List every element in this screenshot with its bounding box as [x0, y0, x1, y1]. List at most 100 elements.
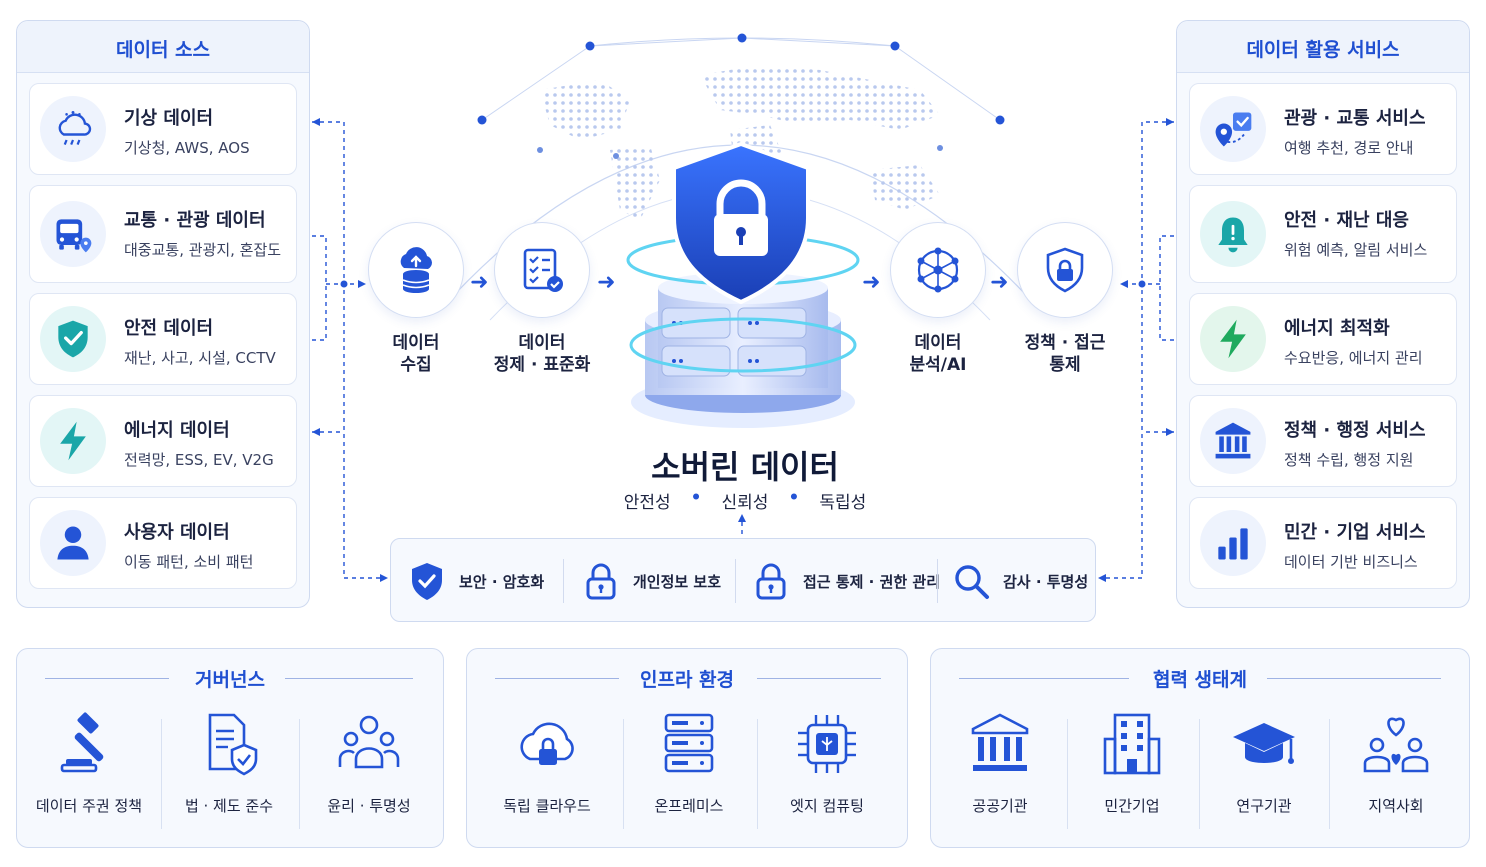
infra-label: 엣지 컴퓨팅 — [790, 797, 864, 815]
divider — [161, 719, 162, 829]
data-sources-title: 데이터 소스 — [115, 39, 210, 61]
service-sub: 수요반응, 에너지 관리 — [1284, 349, 1423, 367]
service-card-energy[interactable]: 에너지 최적화 수요반응, 에너지 관리 — [1189, 293, 1457, 385]
step-label-line2: 통제 — [1049, 355, 1081, 375]
source-sub: 대중교통, 관광지, 혼잡도 — [124, 241, 282, 259]
checklist-icon — [494, 222, 590, 318]
security-bar: 보안 · 암호화 개인정보 보호 접근 통제 · 권한 관리 감사 · 투명성 — [390, 538, 1096, 622]
ecosystem-title: 협력 생태계 — [1152, 669, 1247, 691]
service-sub: 데이터 기반 비즈니스 — [1284, 553, 1418, 571]
service-sub: 정책 수립, 행정 지원 — [1284, 451, 1414, 469]
governance-label: 법 · 제도 준수 — [184, 797, 274, 815]
divider — [1199, 719, 1200, 829]
title-rule — [285, 678, 413, 679]
governance-item-ethics[interactable]: 윤리 · 투명성 — [309, 709, 429, 816]
data-services-header — [1177, 21, 1469, 73]
divider — [299, 719, 300, 829]
cloud-upload-database-icon — [368, 222, 464, 318]
ecosystem-item-public[interactable]: 공공기관 — [945, 709, 1055, 816]
security-item-privacy[interactable]: 개인정보 보호 — [581, 539, 721, 623]
security-item-access-control[interactable]: 접근 통제 · 권한 관리 — [751, 539, 940, 623]
source-title: 안전 데이터 — [124, 318, 214, 339]
security-label: 개인정보 보호 — [633, 572, 722, 591]
security-item-audit[interactable]: 감사 · 투명성 — [951, 539, 1088, 623]
core-value: 독립성 — [819, 493, 867, 513]
shield-check-icon — [40, 306, 106, 372]
source-title: 사용자 데이터 — [124, 522, 230, 543]
server-rack-icon — [664, 713, 714, 773]
service-card-tourism[interactable]: 관광 · 교통 서비스 여행 추천, 경로 안내 — [1189, 83, 1457, 175]
source-card-safety[interactable]: 안전 데이터 재난, 사고, 시설, CCTV — [29, 293, 297, 385]
lock-icon — [586, 563, 616, 600]
separator-dot: • — [788, 488, 800, 508]
data-services-title: 데이터 활용 서비스 — [1246, 39, 1400, 61]
step-label-line1: 데이터 — [914, 333, 962, 353]
security-item-encryption[interactable]: 보안 · 암호화 — [407, 539, 544, 623]
governance-item-compliance[interactable]: 법 · 제도 준수 — [169, 709, 289, 816]
step-label-line1: 데이터 — [392, 333, 440, 353]
source-card-traffic[interactable]: 교통 · 관광 데이터 대중교통, 관광지, 혼잡도 — [29, 185, 297, 283]
service-card-policy[interactable]: 정책 · 행정 서비스 정책 수립, 행정 지원 — [1189, 395, 1457, 487]
step-label-line1: 정책 · 접근 — [1024, 333, 1106, 353]
lightning-icon — [40, 408, 106, 474]
sovereign-data-core — [626, 141, 860, 428]
service-sub: 위험 예측, 알림 서비스 — [1284, 241, 1428, 259]
service-title: 정책 · 행정 서비스 — [1284, 420, 1426, 441]
shield-check-icon — [412, 563, 442, 600]
governance-title: 거버넌스 — [195, 669, 265, 691]
data-sources-panel: 데이터 소스 기상 데이터 기상청, AWS, AOS 교통 · 관광 데이터 … — [16, 20, 310, 608]
infra-item-edge-computing[interactable]: 엣지 컴퓨팅 — [767, 709, 887, 816]
core-value: 신뢰성 — [721, 493, 769, 513]
ecosystem-label: 민간기업 — [1104, 797, 1160, 815]
governance-item-sovereignty[interactable]: 데이터 주권 정책 — [29, 709, 149, 816]
lightning-icon — [1200, 306, 1266, 372]
source-title: 교통 · 관광 데이터 — [124, 210, 266, 231]
service-card-safety[interactable]: 안전 · 재난 대응 위험 예측, 알림 서비스 — [1189, 185, 1457, 283]
core-values: 안전성 • 신뢰성 • 독립성 — [560, 488, 930, 513]
divider — [735, 559, 736, 603]
service-sub: 여행 추천, 경로 안내 — [1284, 139, 1414, 157]
security-label: 접근 통제 · 권한 관리 — [803, 572, 940, 591]
graduation-cap-icon — [1233, 723, 1295, 764]
title-rule — [959, 678, 1129, 679]
community-heart-icon — [1363, 717, 1429, 773]
source-card-user[interactable]: 사용자 데이터 이동 패턴, 소비 패턴 — [29, 497, 297, 589]
public-building-icon — [971, 713, 1029, 771]
divider — [623, 719, 624, 829]
ecosystem-item-private[interactable]: 민간기업 — [1077, 709, 1187, 816]
ecosystem-item-community[interactable]: 지역사회 — [1341, 709, 1451, 816]
ecosystem-item-research[interactable]: 연구기관 — [1209, 709, 1319, 816]
source-card-weather[interactable]: 기상 데이터 기상청, AWS, AOS — [29, 83, 297, 175]
source-title: 에너지 데이터 — [124, 420, 230, 441]
arrow-right-icon: ➜ — [990, 270, 1009, 295]
infra-item-on-premise[interactable]: 온프레미스 — [629, 709, 749, 816]
map-pin-icon — [1200, 96, 1266, 162]
people-group-icon — [338, 715, 400, 769]
bus-icon — [40, 201, 106, 267]
source-sub: 이동 패턴, 소비 패턴 — [124, 553, 254, 571]
network-icon — [890, 222, 986, 318]
gavel-icon — [60, 712, 104, 773]
service-title: 안전 · 재난 대응 — [1284, 210, 1409, 231]
cloud-lock-icon — [520, 722, 574, 765]
divider — [757, 719, 758, 829]
ecosystem-label: 공공기관 — [972, 797, 1028, 815]
source-card-energy[interactable]: 에너지 데이터 전력망, ESS, EV, V2G — [29, 395, 297, 487]
chip-icon — [798, 715, 856, 773]
infra-item-independent-cloud[interactable]: 독립 클라우드 — [487, 709, 607, 816]
title-rule — [495, 678, 619, 679]
arrow-right-icon: ➜ — [862, 270, 881, 295]
step-label-line2: 분석/AI — [909, 355, 967, 375]
service-title: 민간 · 기업 서비스 — [1284, 522, 1426, 543]
service-card-business[interactable]: 민간 · 기업 서비스 데이터 기반 비즈니스 — [1189, 497, 1457, 589]
governance-label: 데이터 주권 정책 — [35, 797, 143, 815]
service-title: 관광 · 교통 서비스 — [1284, 108, 1426, 129]
core-value: 안전성 — [623, 493, 671, 513]
divider — [1067, 719, 1068, 829]
infrastructure-panel: 인프라 환경 독립 클라우드 온프레미스 엣지 컴퓨팅 — [466, 648, 908, 848]
